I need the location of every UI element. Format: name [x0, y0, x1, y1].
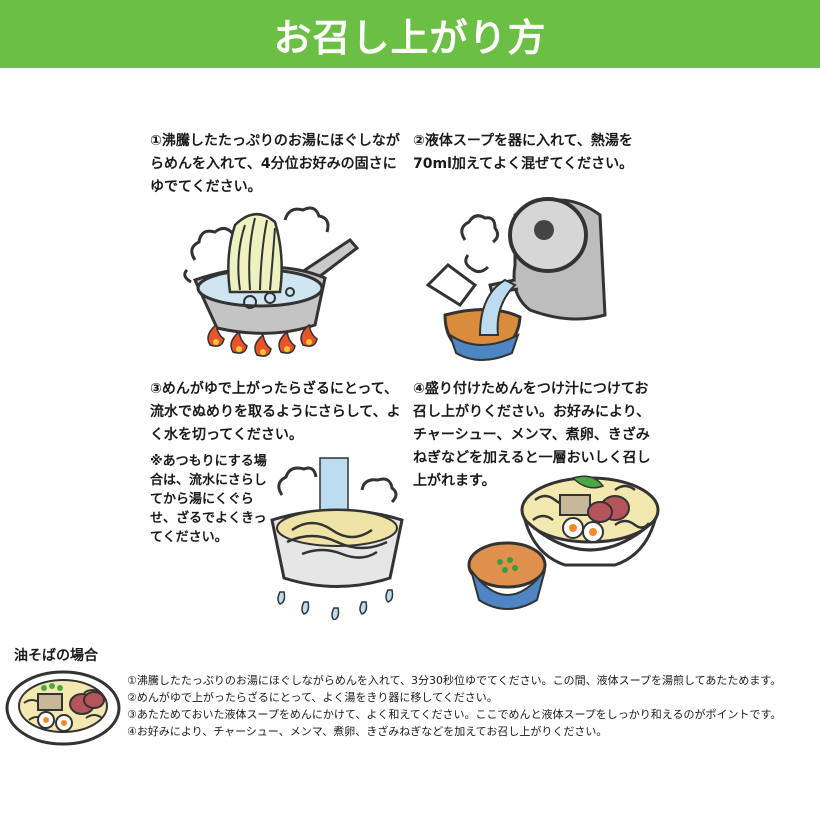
page-title: お召し上がり方 [273, 15, 547, 60]
abura-soba-step-1: ①沸騰したたっぷりのお湯にほぐしながらめんを入れて、3分30秒位ゆでてください。… [127, 674, 782, 687]
abura-soba-step-4: ④お好みにより、チャーシュー、メンマ、煮卵、きざみねぎなどを加えてお召し上がりく… [127, 725, 608, 738]
colander-rinsing-noodles-icon [262, 450, 417, 621]
abura-soba-plate-icon [4, 668, 122, 748]
step-4-text: ④盛り付けためんをつけ汁につけてお召し上がりください。お好みにより、チャーシュー… [413, 381, 651, 489]
kettle-pouring-soup-icon [420, 185, 610, 370]
abura-soba-steps: ①沸騰したたっぷりのお湯にほぐしながらめんを入れて、3分30秒位ゆでてください。… [127, 672, 817, 740]
pot-boiling-noodles-icon [175, 200, 370, 365]
abura-soba-title: 油そばの場合 [14, 648, 98, 664]
step-3-note: ※あつもりにする場合は、流水にさらしてから湯にくぐらせ、ざるでよくきってください… [150, 454, 267, 545]
abura-soba-step-3: ③あたためておいた液体スープをめんにかけて、よく和えてください。ここでめんと液体… [127, 708, 782, 721]
page-header: お召し上がり方 [0, 0, 820, 68]
step-2-text: ②液体スープを器に入れて、熱湯を70ml加えてよく混ぜてください。 [413, 133, 634, 172]
abura-soba-step-2: ②めんがゆで上がったらざるにとって、よく湯をきり器に移してください。 [127, 691, 498, 704]
step-1-text: ①沸騰したたっぷりのお湯にほぐしながらめんを入れて、4分位お好みの固さにゆでてく… [150, 133, 400, 195]
tsukemen-bowl-and-dip-icon [465, 470, 665, 625]
step-3-text: ③めんがゆで上がったらざるにとって、流水でぬめりを取るようにさらして、よく水を切… [150, 381, 401, 443]
